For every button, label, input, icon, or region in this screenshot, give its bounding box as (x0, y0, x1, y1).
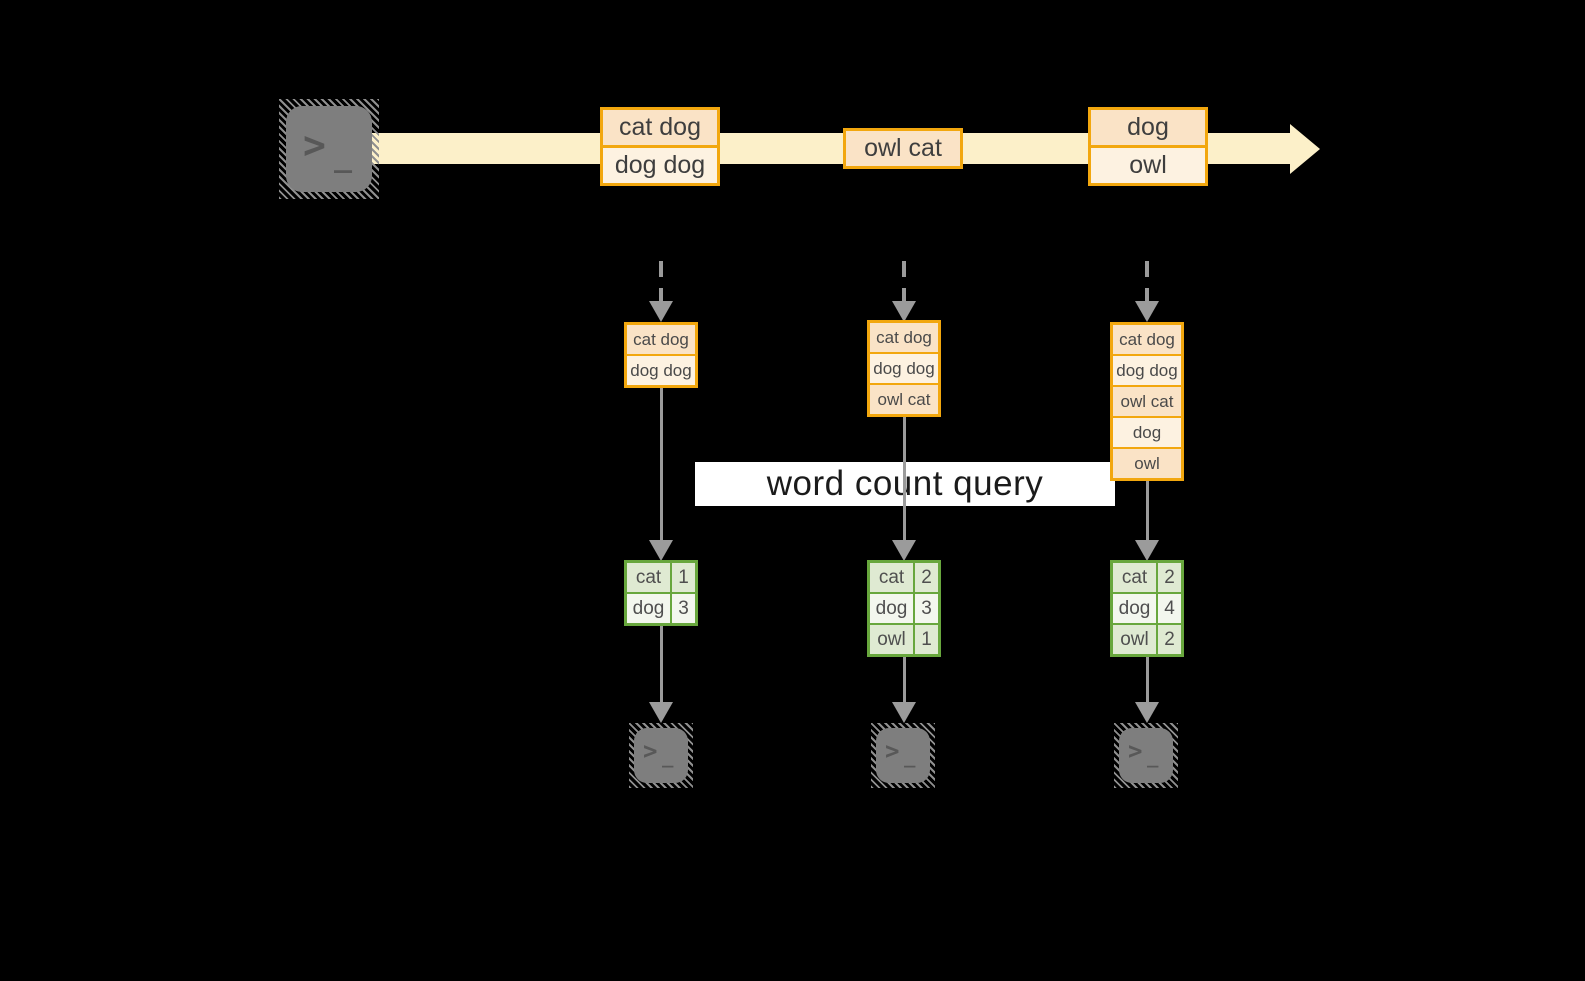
table-row: cat 2 (1113, 563, 1181, 592)
dashed-arrow (659, 261, 663, 303)
terminal-icon: > _ (876, 728, 930, 783)
output-terminal-icon: > _ (871, 723, 935, 788)
batch-message: owl (1113, 447, 1181, 478)
terminal-cursor-glyph: _ (334, 139, 353, 174)
dashed-arrow (902, 261, 906, 303)
stream-message: owl (1091, 145, 1205, 183)
word-cell: dog (870, 594, 913, 623)
batch-message: owl cat (870, 383, 938, 414)
count-cell: 1 (915, 625, 938, 654)
arrowhead-down-icon (1135, 301, 1159, 322)
count-cell: 3 (915, 594, 938, 623)
terminal-icon: > _ (634, 728, 688, 783)
terminal-icon: > _ (286, 106, 372, 192)
batch-message: cat dog (870, 323, 938, 352)
arrowhead-down-icon (892, 540, 916, 561)
word-cell: cat (1113, 563, 1156, 592)
terminal-cursor-glyph: _ (904, 746, 916, 768)
output-terminal-icon: > _ (1114, 723, 1178, 788)
batch-message: dog (1113, 416, 1181, 447)
batch-message: dog dog (1113, 354, 1181, 385)
connector-line (660, 385, 663, 540)
arrowhead-down-icon (649, 540, 673, 561)
word-cell: cat (627, 563, 670, 592)
stream-message-box: cat dog dog dog (600, 107, 720, 186)
table-row: cat 2 (870, 563, 938, 592)
table-row: cat 1 (627, 563, 695, 592)
batch-message: cat dog (1113, 325, 1181, 354)
connector-line (903, 657, 906, 702)
connector-line (660, 626, 663, 702)
count-cell: 4 (1158, 594, 1181, 623)
arrowhead-down-icon (1135, 702, 1159, 723)
stream-message: cat dog (603, 110, 717, 145)
stream-message: dog dog (603, 145, 717, 183)
terminal-prompt-glyph: > (1128, 737, 1143, 765)
connector-line (1146, 478, 1149, 540)
count-cell: 3 (672, 594, 695, 623)
batch-stack: cat dog dog dog owl cat dog owl (1110, 322, 1184, 481)
batch-stack: cat dog dog dog (624, 322, 698, 388)
count-cell: 2 (915, 563, 938, 592)
output-terminal-icon: > _ (629, 723, 693, 788)
arrowhead-down-icon (1135, 540, 1159, 561)
table-row: owl 1 (870, 625, 938, 654)
word-cell: dog (1113, 594, 1156, 623)
stream-message-box: dog owl (1088, 107, 1208, 186)
wordcount-table: cat 2 dog 4 owl 2 (1110, 560, 1184, 657)
terminal-prompt-glyph: > (885, 737, 900, 765)
terminal-cursor-glyph: _ (1147, 746, 1159, 768)
count-cell: 2 (1158, 563, 1181, 592)
arrowhead-down-icon (649, 702, 673, 723)
word-cell: owl (870, 625, 913, 654)
stream-message-box: owl cat (843, 128, 963, 169)
stream-message: owl cat (846, 131, 960, 166)
table-row: dog 3 (870, 594, 938, 623)
event-stream-arrowhead-icon (1290, 124, 1320, 174)
source-terminal-icon: > _ (279, 99, 379, 199)
count-cell: 2 (1158, 625, 1181, 654)
table-row: dog 3 (627, 594, 695, 623)
word-cell: owl (1113, 625, 1156, 654)
wordcount-table: cat 2 dog 3 owl 1 (867, 560, 941, 657)
batch-message: dog dog (627, 354, 695, 385)
connector-line (903, 412, 906, 540)
batch-message: dog dog (870, 352, 938, 383)
wordcount-table: cat 1 dog 3 (624, 560, 698, 626)
table-row: dog 4 (1113, 594, 1181, 623)
arrowhead-down-icon (892, 702, 916, 723)
batch-message: owl cat (1113, 385, 1181, 416)
table-row: owl 2 (1113, 625, 1181, 654)
terminal-prompt-glyph: > (303, 123, 326, 167)
terminal-cursor-glyph: _ (662, 746, 674, 768)
stream-message: dog (1091, 110, 1205, 145)
arrowhead-down-icon (892, 301, 916, 322)
count-cell: 1 (672, 563, 695, 592)
word-cell: cat (870, 563, 913, 592)
arrowhead-down-icon (649, 301, 673, 322)
word-cell: dog (627, 594, 670, 623)
terminal-prompt-glyph: > (643, 737, 658, 765)
terminal-icon: > _ (1119, 728, 1173, 783)
connector-line (1146, 657, 1149, 702)
batch-stack: cat dog dog dog owl cat (867, 320, 941, 417)
batch-message: cat dog (627, 325, 695, 354)
dashed-arrow (1145, 261, 1149, 303)
